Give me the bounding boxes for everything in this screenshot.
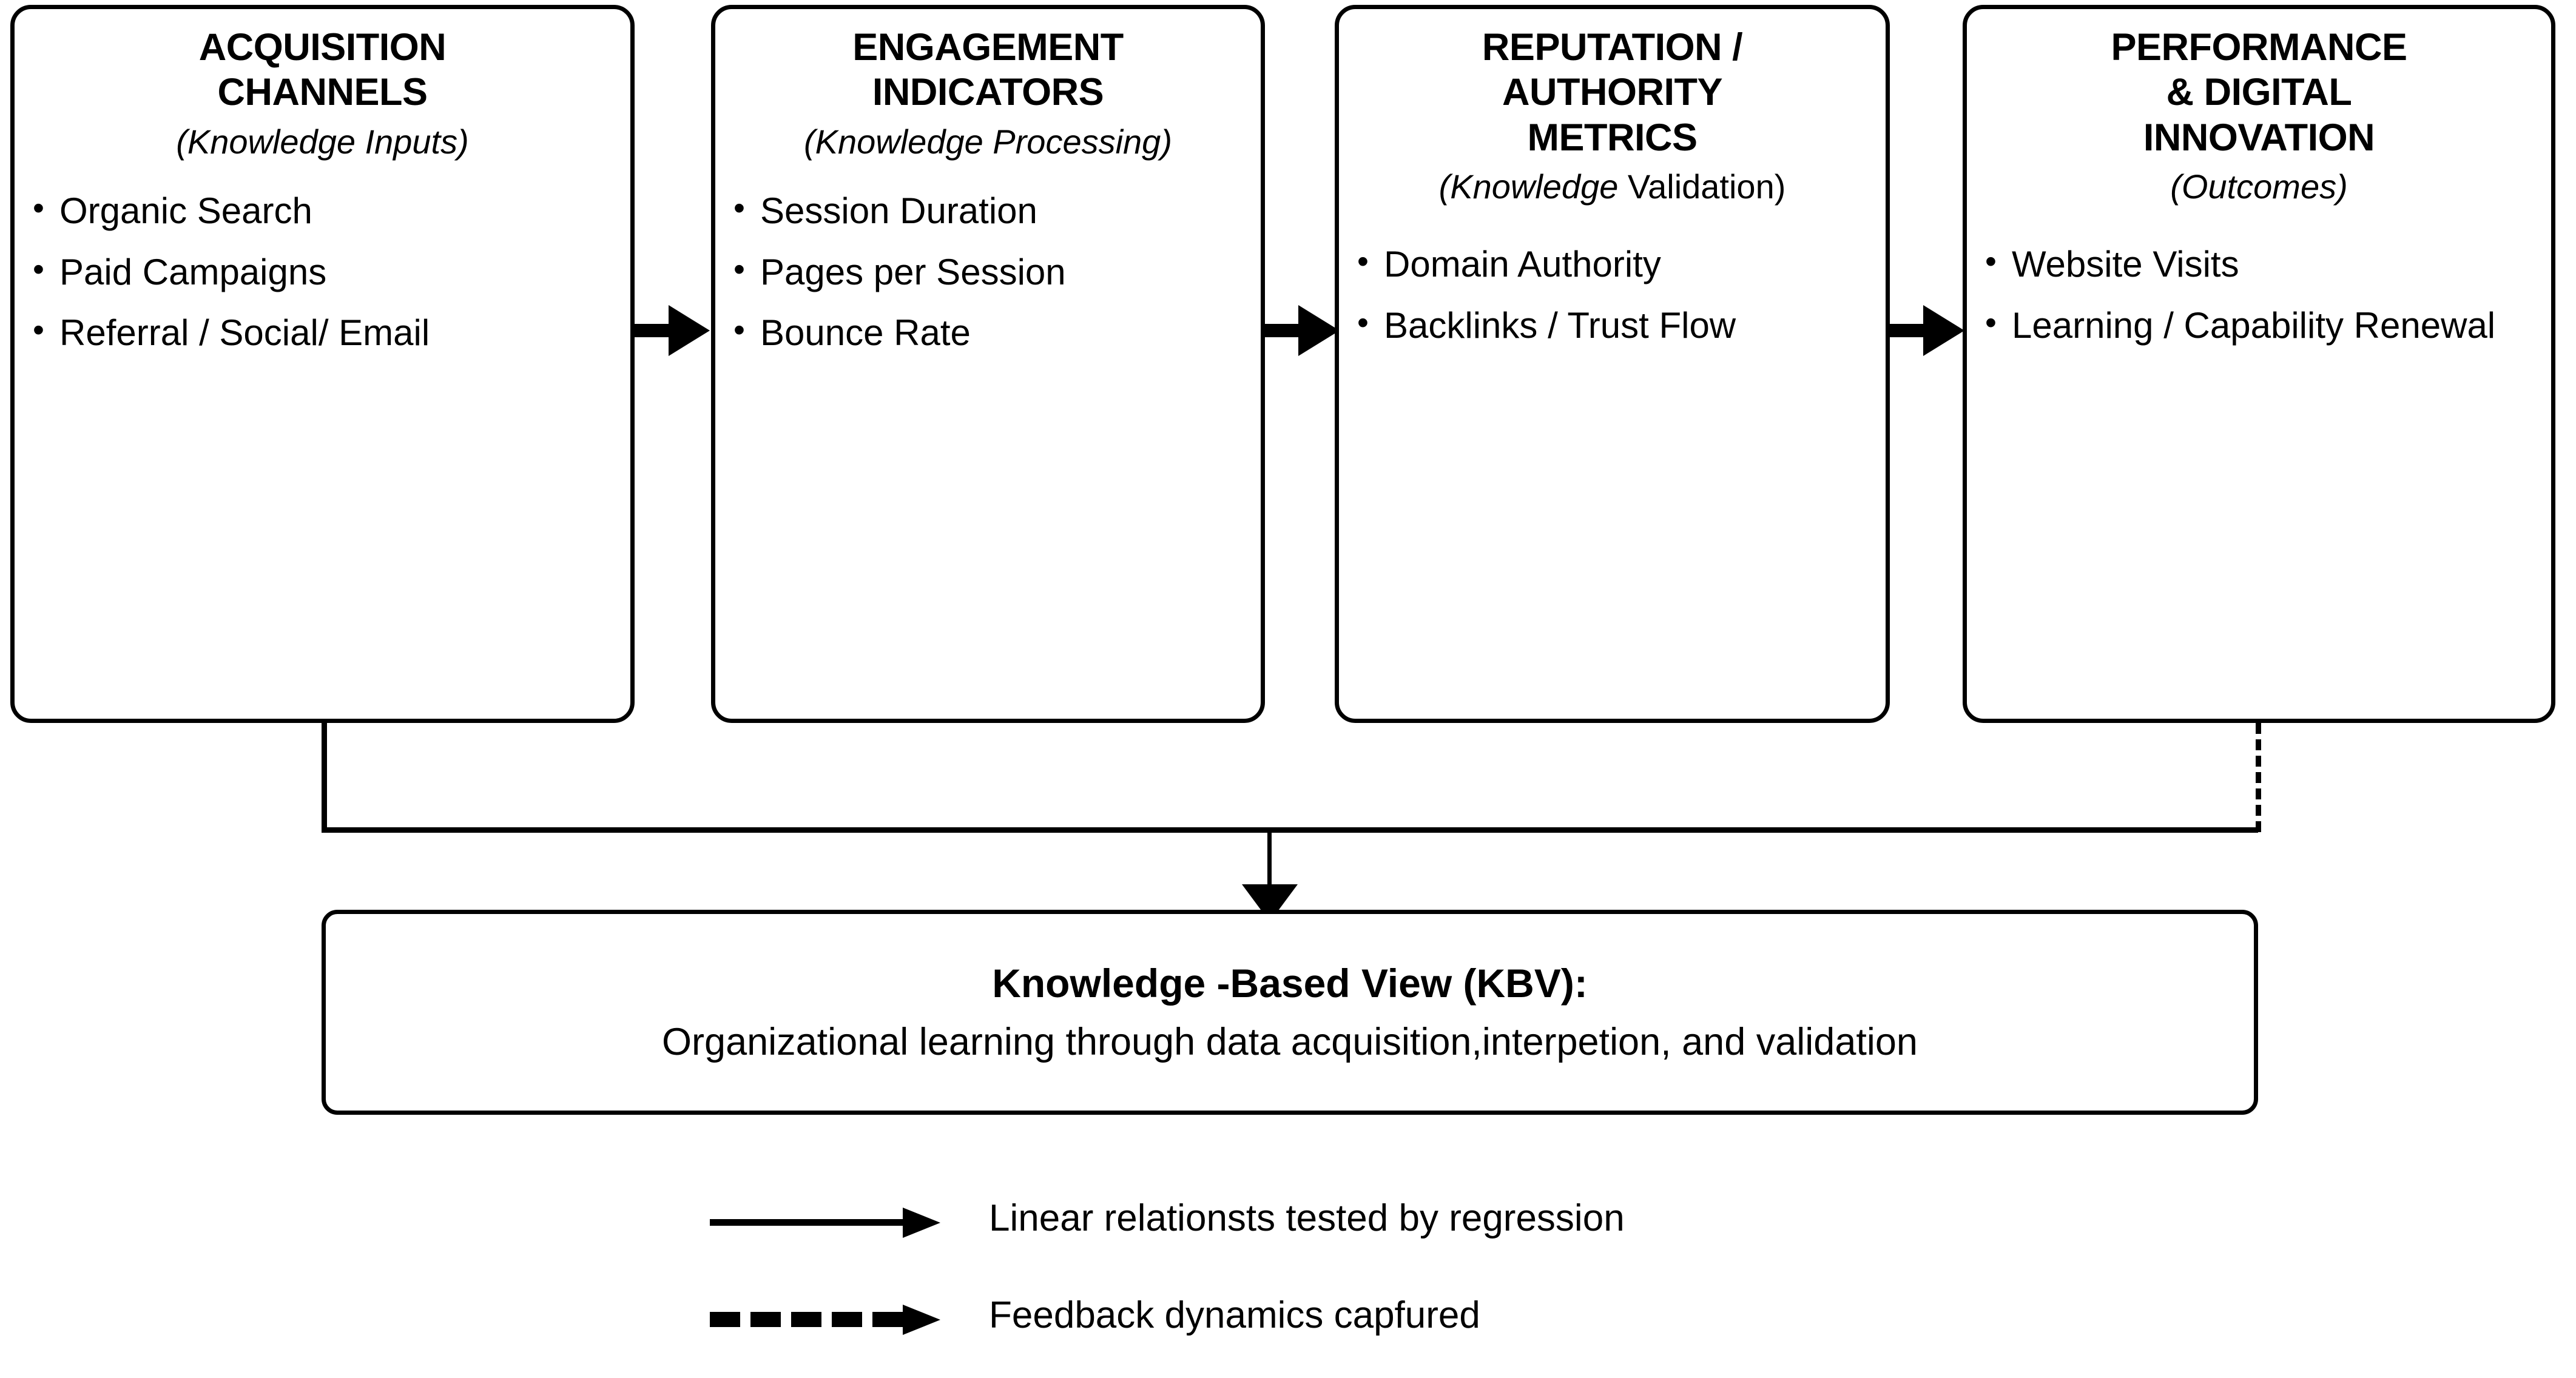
list-item: Domain Authority — [1352, 242, 1872, 286]
flow-arrow-icon — [633, 305, 710, 356]
flow-arrow-icon — [1888, 305, 1964, 356]
stage-subtitle-italic: (Knowledge Processing) — [804, 122, 1172, 161]
stage-subtitle-italic: (Knowledge — [1438, 167, 1619, 206]
connector-line-from-acquisition — [322, 723, 327, 832]
list-item: Paid Campaigns — [28, 250, 617, 294]
kbv-title: Knowledge -Based View (KBV): — [992, 961, 1588, 1006]
dashed-arrow-icon — [710, 1305, 946, 1335]
legend-label: Feedback dynamics capfured — [989, 1294, 1480, 1336]
list-item: Referral / Social/ Email — [28, 311, 617, 355]
flow-arrow-icon — [1263, 305, 1340, 356]
arrow-shaft — [710, 1219, 910, 1226]
solid-arrow-icon — [710, 1208, 946, 1238]
stage-title: ENGAGEMENT INDICATORS — [852, 26, 1124, 114]
stage-title: REPUTATION / AUTHORITY METRICS — [1482, 26, 1743, 159]
list-item: Organic Search — [28, 189, 617, 233]
stage-box-engagement-indicators[interactable]: ENGAGEMENT INDICATORS (Knowledge Process… — [711, 5, 1265, 723]
kbv-summary-box[interactable]: Knowledge -Based View (KBV): Organizatio… — [322, 910, 2258, 1115]
stage-subtitle-plain: Validation) — [1618, 167, 1786, 206]
connector-line-feedback-from-performance — [2256, 723, 2261, 832]
arrow-shaft — [633, 324, 678, 337]
stage-box-reputation-authority-metrics[interactable]: REPUTATION / AUTHORITY METRICS (Knowledg… — [1335, 5, 1890, 723]
list-item: Pages per Session — [729, 250, 1247, 294]
stage-item-list: Domain Authority Backlinks / Trust Flow — [1352, 242, 1872, 348]
legend-row-dashed: Feedback dynamics capfured — [710, 1294, 2045, 1378]
stage-item-list: Session Duration Pages per Session Bounc… — [729, 189, 1247, 355]
arrow-head — [1923, 305, 1964, 356]
arrow-shaft — [1263, 324, 1308, 337]
kbv-body: Organizational learning through data acq… — [662, 1020, 1918, 1063]
arrow-head — [903, 1208, 940, 1238]
arrow-head — [903, 1305, 940, 1335]
list-item: Website Visits — [1980, 242, 2538, 286]
stage-item-list: Organic Search Paid Campaigns Referral /… — [28, 189, 617, 355]
stage-subtitle-italic: (Knowledge Inputs) — [176, 122, 469, 161]
connector-line-horizontal-bus — [322, 827, 2258, 833]
stage-subtitle: (Knowledge Validation) — [1352, 166, 1872, 207]
list-item: Session Duration — [729, 189, 1247, 233]
legend: Linear relationsts tested by regression … — [710, 1197, 2045, 1378]
legend-label: Linear relationsts tested by regression — [989, 1197, 1625, 1239]
stage-subtitle: (Knowledge Processing) — [729, 121, 1247, 162]
list-item: Bounce Rate — [729, 311, 1247, 355]
legend-row-solid: Linear relationsts tested by regression — [710, 1197, 2045, 1295]
stage-title: PERFORMANCE & DIGITAL INNOVATION — [2111, 26, 2407, 159]
list-item: Learning / Capability Renewal — [1980, 303, 2538, 348]
arrow-head — [669, 305, 710, 356]
stage-subtitle-italic: (Outcomes) — [2170, 167, 2348, 206]
stage-subtitle: (Knowledge Inputs) — [28, 121, 617, 162]
stage-box-acquisition-channels[interactable]: ACQUISITION CHANNELS (Knowledge Inputs) … — [10, 5, 635, 723]
stage-box-performance-digital-innovation[interactable]: PERFORMANCE & DIGITAL INNOVATION (Outcom… — [1963, 5, 2555, 723]
list-item: Backlinks / Trust Flow — [1352, 303, 1872, 348]
stage-item-list: Website Visits Learning / Capability Ren… — [1980, 242, 2538, 348]
stage-title: ACQUISITION CHANNELS — [198, 26, 447, 114]
arrow-head — [1298, 305, 1340, 356]
arrow-shaft — [1888, 324, 1933, 337]
stage-subtitle: (Outcomes) — [1980, 166, 2538, 207]
arrow-shaft — [710, 1312, 903, 1327]
connector-arrow-shaft-to-kbv — [1267, 830, 1272, 893]
